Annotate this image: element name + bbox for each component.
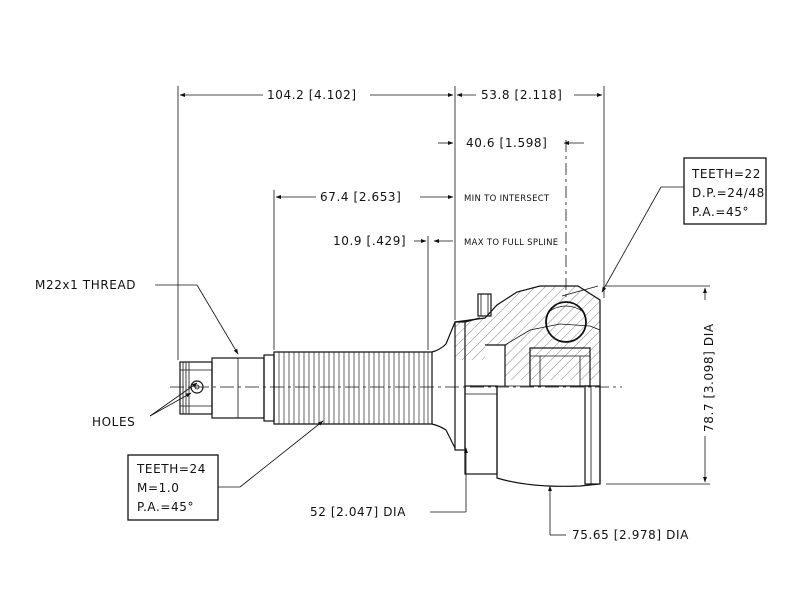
shaft-spline-teeth <box>278 352 429 424</box>
dim-bell-dia: 75.65 [2.978] DIA <box>548 485 689 542</box>
holes-label: HOLES <box>92 415 135 429</box>
inner-spline-pitch: D.P.=24/48 <box>692 186 765 200</box>
dim-bell-dia-label: 75.65 [2.978] DIA <box>572 528 689 542</box>
dim-seal-dia: 52 [2.047] DIA <box>310 447 468 519</box>
extension-lines <box>177 86 710 485</box>
outer-bell <box>496 385 601 487</box>
thread-label: M22x1 THREAD <box>35 278 136 292</box>
spline-note: MAX TO FULL SPLINE <box>464 238 558 248</box>
thread-callout: M22x1 THREAD <box>35 278 239 355</box>
inner-spline-callout: TEETH=22 D.P.=24/48 P.A.=45° <box>601 157 767 293</box>
inner-spline-pressure-angle: P.A.=45° <box>692 205 749 219</box>
splined-shaft <box>273 321 456 449</box>
joint-body <box>170 285 622 487</box>
outer-spline-callout: TEETH=24 M=1.0 P.A.=45° <box>127 420 324 521</box>
dim-outer-dia-label: 78.7 [3.098] DIA <box>702 323 716 432</box>
dim-ball-center-label: 40.6 [1.598] <box>466 136 547 150</box>
dim-seal-dia-label: 52 [2.047] DIA <box>310 505 406 519</box>
outer-spline-pressure-angle: P.A.=45° <box>137 500 194 514</box>
dim-outer-length-label: 53.8 [2.118] <box>481 88 562 102</box>
outer-spline-teeth: TEETH=24 <box>136 462 206 476</box>
dim-outer-length: 53.8 [2.118] <box>456 88 603 102</box>
dim-overall-length: 104.2 [4.102] <box>179 88 454 102</box>
intersect-note: MIN TO INTERSECT <box>464 194 550 204</box>
dim-ball-center: 40.6 [1.598] <box>438 136 584 150</box>
outer-spline-module: M=1.0 <box>137 481 180 495</box>
dim-spline-length: 10.9 [.429] MAX TO FULL SPLINE <box>333 234 558 248</box>
dim-spline-length-label: 10.9 [.429] <box>333 234 406 248</box>
holes-callout: HOLES <box>92 382 198 429</box>
inner-spline-teeth: TEETH=22 <box>691 167 761 181</box>
dim-intersect-length-label: 67.4 [2.653] <box>320 190 401 204</box>
ball-icon <box>545 301 587 343</box>
dim-overall-length-label: 104.2 [4.102] <box>267 88 357 102</box>
dim-intersect-length: 67.4 [2.653] MIN TO INTERSECT <box>275 190 550 204</box>
threaded-end <box>179 354 275 422</box>
dim-outer-dia: 78.7 [3.098] DIA <box>702 287 716 483</box>
